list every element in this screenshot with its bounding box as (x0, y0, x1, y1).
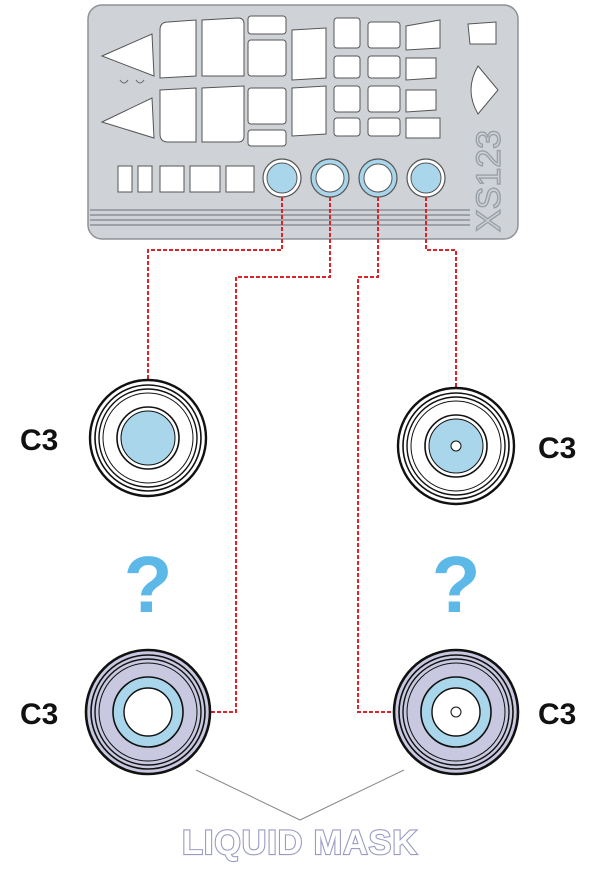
wheel-label-bottom-right: C3 (538, 698, 576, 731)
square-mask (189, 165, 221, 193)
wheel-top-right (396, 386, 516, 506)
canopy-panel (333, 17, 361, 49)
canopy-panel (467, 21, 497, 45)
canopy-panel (367, 21, 401, 49)
canopy-panel (405, 117, 441, 139)
canopy-panel (201, 85, 245, 143)
mask-fill (120, 410, 176, 466)
leader-line-3 (357, 197, 432, 713)
liquid-mask-label: LIQUID MASK (182, 824, 418, 862)
canopy-panel (367, 55, 401, 79)
triangle-mask-left-top (100, 33, 155, 77)
wheel-label-bottom-left: C3 (20, 698, 58, 731)
square-mask (137, 165, 153, 193)
wheel-bottom-right (392, 648, 520, 776)
small-square-masks (117, 165, 255, 193)
sheet-wheel-masks (262, 158, 446, 198)
wheel-mask-1-fill (266, 162, 298, 194)
mask-sheet: XS123 (87, 4, 519, 240)
wheel-mask-4-fill (410, 162, 442, 194)
question-mark-right: ? (432, 540, 481, 629)
canopy-panel (247, 15, 287, 35)
triangle-mask-right (470, 65, 499, 115)
canopy-panel (333, 55, 361, 79)
liquid-mask-pointers (195, 769, 405, 821)
canopy-panel (291, 85, 327, 137)
canopy-panel (159, 19, 197, 79)
canopy-panel (333, 117, 361, 137)
wheel-label-top-left: C3 (20, 424, 58, 457)
wheel-bottom-left (84, 648, 212, 776)
canopy-panel (333, 85, 361, 113)
leader-line-4 (425, 197, 457, 442)
canopy-panel (405, 89, 437, 113)
leader-lines (147, 197, 457, 713)
canopy-masks (100, 15, 499, 147)
sheet-code: XS123 (470, 130, 508, 232)
leader-line-1 (147, 197, 283, 430)
canopy-panel (405, 57, 437, 81)
canopy-panel (405, 19, 441, 51)
wheel-label-top-right: C3 (538, 432, 576, 465)
wheel-mask-2-hole (315, 163, 345, 193)
canopy-panel (291, 27, 327, 81)
square-mask (159, 165, 185, 193)
square-mask (225, 165, 255, 193)
canopy-panel (367, 85, 401, 113)
leader-line-2 (180, 197, 331, 713)
square-mask (117, 165, 133, 193)
wheel-top-left (88, 378, 208, 498)
triangle-mask-left-bottom (100, 97, 155, 139)
wheel-mask-3-hole (363, 163, 393, 193)
small-hooks (119, 79, 145, 84)
question-mark-left: ? (124, 540, 173, 629)
sheet-fret-lines (90, 209, 470, 226)
canopy-panel (367, 117, 401, 137)
canopy-panel (201, 17, 245, 77)
canopy-panel (159, 87, 197, 143)
canopy-panel (247, 87, 287, 125)
canopy-panel (247, 39, 287, 77)
canopy-panel (247, 129, 287, 147)
